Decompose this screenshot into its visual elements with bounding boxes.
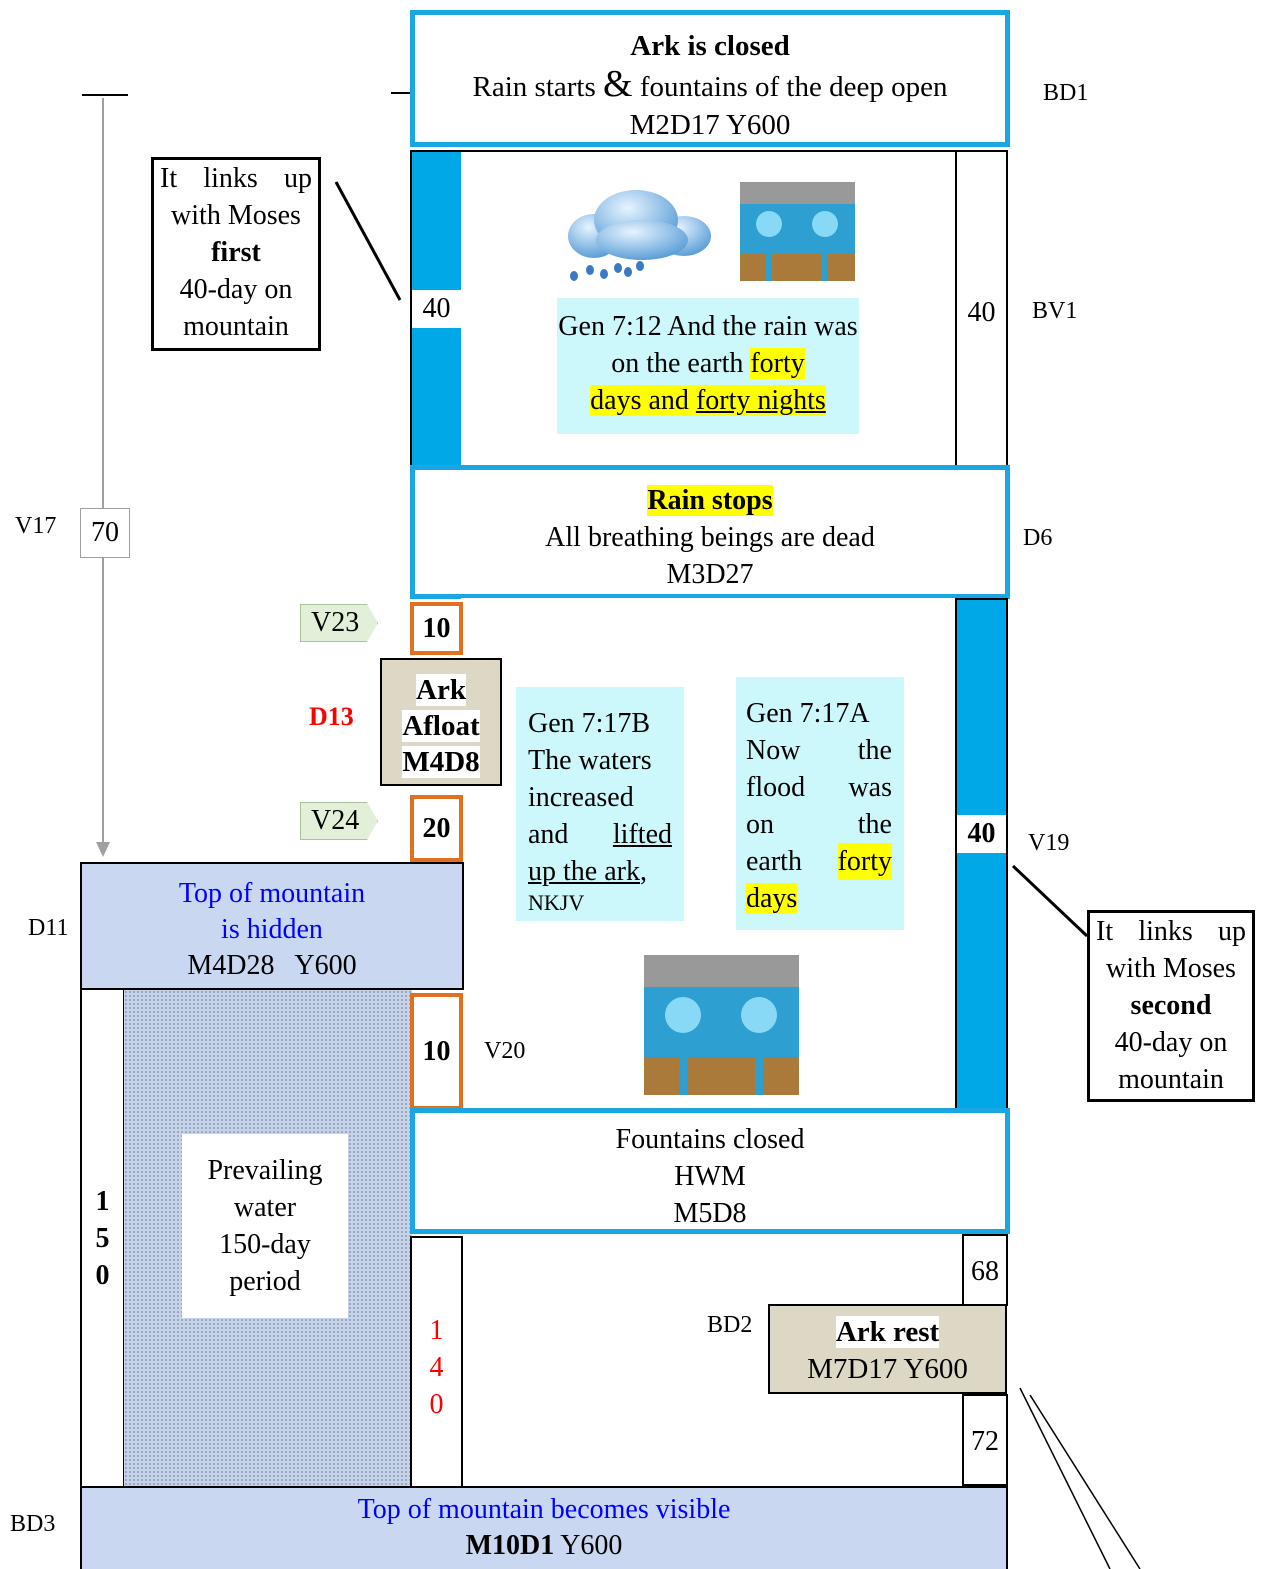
verse-gen-7-17b: Gen 7:17B The waters increased and lifte…: [516, 687, 684, 921]
mountain-hidden: Top of mountain is hidden M4D28 Y600: [80, 862, 464, 990]
mountain-visible: Top of mountain becomes visible M10D1 Y6…: [80, 1486, 1008, 1569]
count-20: 20: [410, 795, 463, 862]
count-10-top: 10: [410, 602, 463, 655]
verse-gen-7-12: Gen 7:12 And the rain was on the earth f…: [557, 298, 859, 434]
tag-v24: V24: [300, 802, 378, 840]
count-140-vertical: 1 4 0: [410, 1236, 463, 1488]
count-70: 70: [80, 508, 130, 558]
note-moses-first: It links up with Moses first 40-day on m…: [151, 157, 321, 351]
box-ark-rest: Ark rest M7D17 Y600: [768, 1304, 1007, 1394]
event-title: Ark is closed: [630, 30, 790, 62]
note-moses-second: It links up with Moses second 40-day on …: [1087, 910, 1255, 1102]
tag-d11: D11: [28, 915, 69, 941]
flood-fountains-icon: [644, 955, 799, 1095]
tag-v19: V19: [1028, 830, 1070, 856]
flood-period-right-bar: [955, 598, 1008, 1110]
rain-count-right: 40: [955, 150, 1008, 468]
count-150-vertical: 1 5 0: [80, 988, 125, 1488]
event-ark-closed: Ark is closed Rain starts & fountains of…: [410, 10, 1010, 147]
box-ark-afloat: Ark Afloat M4D8: [380, 658, 502, 786]
tag-v17: V17: [15, 513, 57, 539]
tag-v23: V23: [300, 604, 378, 642]
tag-bd3: BD3: [10, 1511, 56, 1537]
event-date: M2D17 Y600: [629, 109, 791, 141]
rain-cloud-icon: [568, 190, 711, 281]
tag-bv1: BV1: [1032, 298, 1078, 324]
rain-count-left: 40: [412, 290, 461, 328]
prevailing-water-label: Prevailing water 150-day period: [182, 1134, 348, 1318]
count-68: 68: [962, 1234, 1008, 1306]
flood-fountains-icon: [740, 182, 855, 281]
tag-d13: D13: [309, 702, 354, 731]
rain-stops-title: Rain stops: [647, 485, 773, 516]
tag-bd1: BD1: [1043, 80, 1089, 106]
tag-bd2: BD2: [707, 1312, 753, 1338]
count-72: 72: [962, 1394, 1008, 1486]
event-rain-stops: Rain stops All breathing beings are dead…: [410, 465, 1010, 599]
count-40-right: 40: [957, 815, 1006, 853]
tag-v20: V20: [484, 1038, 526, 1064]
tag-d6: D6: [1023, 525, 1053, 551]
event-fountains-closed: Fountains closed HWM M5D8: [410, 1108, 1010, 1234]
count-10-bottom: 10: [410, 993, 463, 1110]
event-line2: Rain starts & fountains of the deep open: [472, 63, 948, 105]
